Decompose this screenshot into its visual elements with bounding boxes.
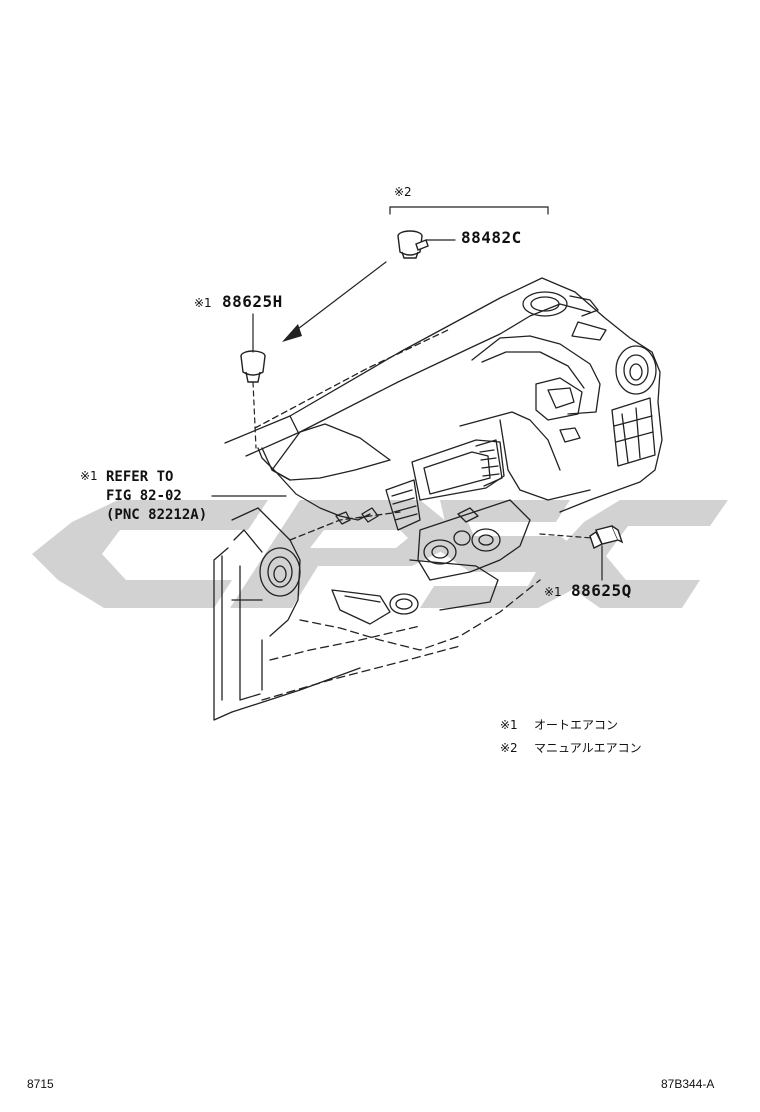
dashed-88625q-to-panel	[539, 533, 593, 539]
legend-text-1: オートエアコン	[534, 718, 619, 732]
watermark-letter-c1	[32, 500, 268, 608]
refer-line-2[interactable]: FIG 82-02	[106, 488, 182, 504]
legend-text-2: マニュアルエアコン	[534, 741, 642, 755]
legend-mark-1: ※1	[500, 718, 518, 732]
legend-mark-2: ※2	[500, 741, 518, 755]
watermark-letter-c2	[558, 500, 728, 608]
part-mark-88625h: ※1	[194, 296, 212, 310]
refer-mark: ※1	[80, 469, 98, 483]
figure-id: 87B344-A	[661, 1077, 715, 1091]
refer-line-1: REFER TO	[106, 469, 174, 485]
page-number: 8715	[27, 1077, 54, 1091]
arrow-88482c-to-panel	[289, 261, 387, 336]
refer-line-3[interactable]: (PNC 82212A)	[106, 507, 208, 523]
dashed-88625h-to-panel	[252, 381, 257, 449]
clip-88482c-icon	[397, 230, 429, 259]
group-bracket	[389, 206, 549, 215]
clip-88625h-icon	[240, 350, 266, 383]
part-number-88482c[interactable]: 88482C	[461, 228, 522, 247]
part-number-88625q[interactable]: 88625Q	[571, 581, 632, 600]
part-mark-88625q: ※1	[544, 585, 562, 599]
arrowhead	[282, 324, 302, 342]
watermark-letter-s	[420, 500, 590, 608]
part-number-88625h[interactable]: 88625H	[222, 292, 283, 311]
sensor-88625q-icon	[589, 525, 624, 549]
instrument-panel-drawing	[213, 277, 663, 721]
group-mark-2: ※2	[394, 185, 412, 199]
